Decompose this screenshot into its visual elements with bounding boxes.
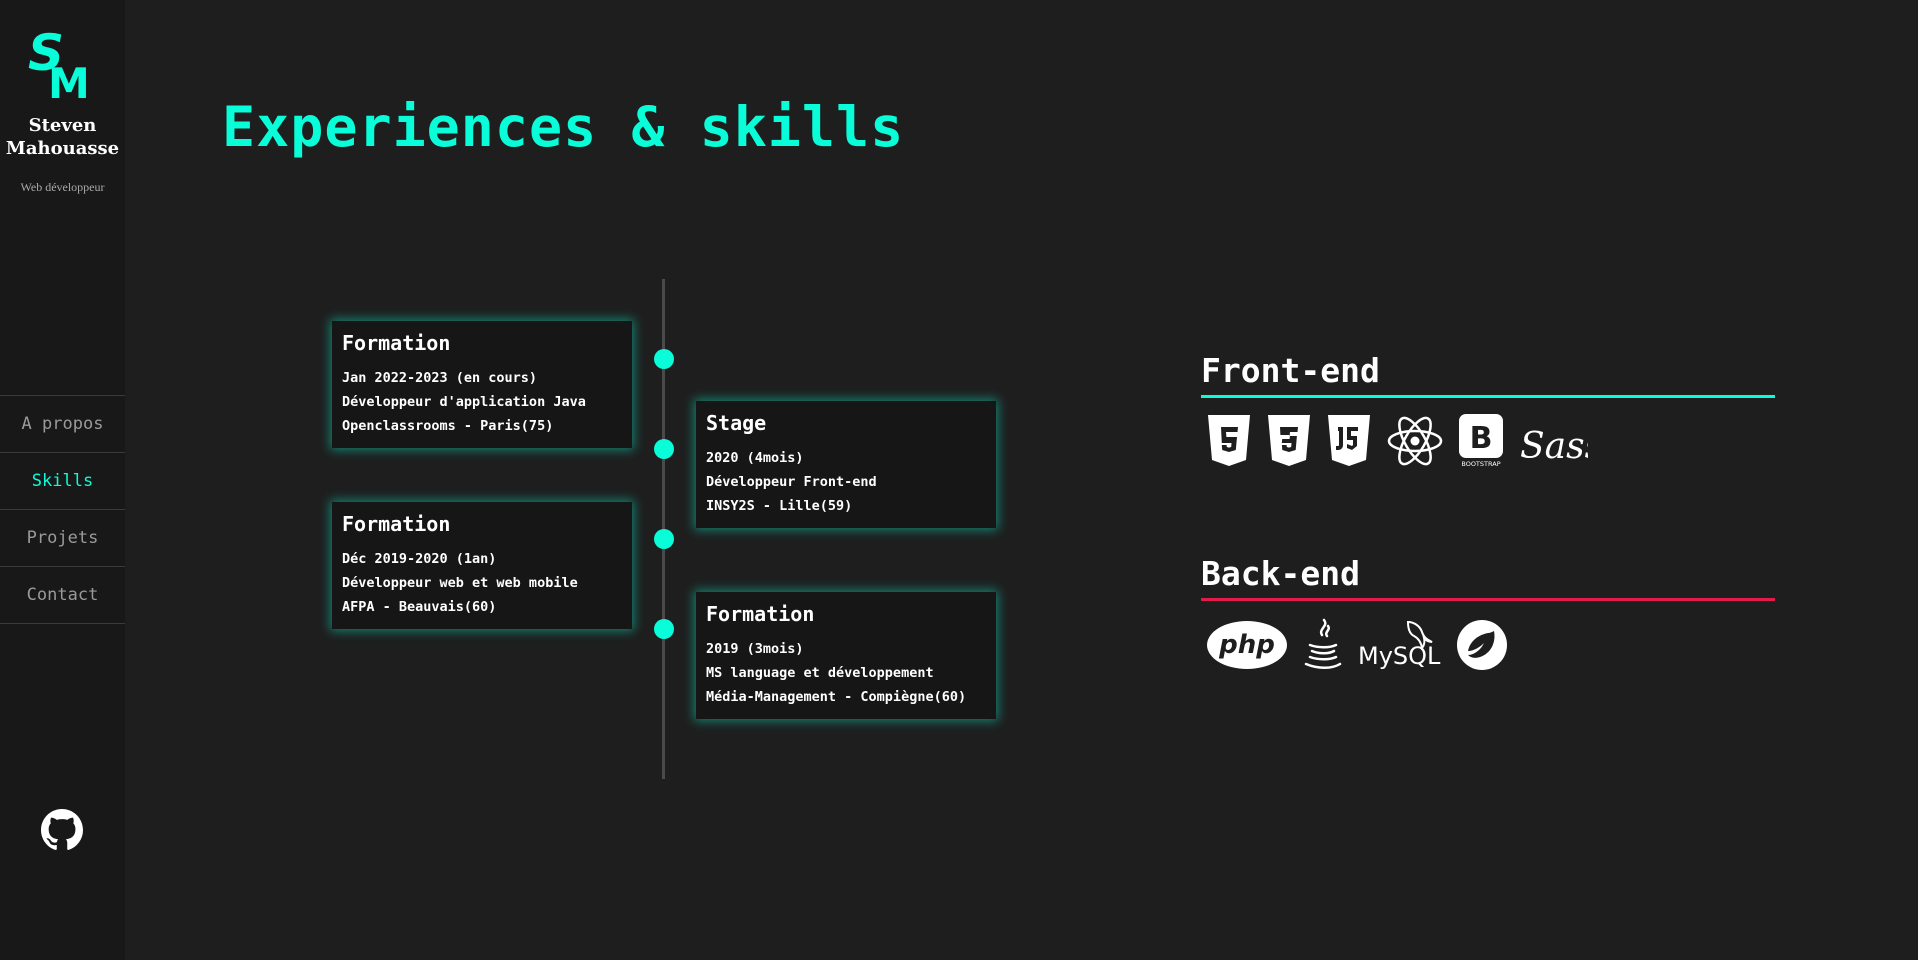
svg-text:Sass: Sass xyxy=(1520,426,1588,467)
card-role: MS language et développement xyxy=(706,665,934,681)
card-date: Déc 2019-2020 (1an) xyxy=(342,551,497,567)
frontend-underline xyxy=(1201,395,1775,398)
page-title: Experiences & skills xyxy=(222,95,905,159)
main-nav: A propos Skills Projets Contact xyxy=(0,395,125,624)
card-title: Formation xyxy=(342,512,451,536)
owner-name: Steven Mahouasse xyxy=(0,114,125,160)
svg-text:php: php xyxy=(1218,630,1275,660)
sass-icon: Sass xyxy=(1520,426,1588,467)
nav-item-skills[interactable]: Skills xyxy=(0,453,125,510)
card-role: Développeur Front-end xyxy=(706,474,877,490)
spring-icon xyxy=(1457,620,1507,670)
card-title: Stage xyxy=(706,411,767,435)
owner-first-name: Steven xyxy=(28,115,97,136)
svg-text:BOOTSTRAP: BOOTSTRAP xyxy=(1461,460,1500,468)
svg-text:S: S xyxy=(28,26,64,82)
frontend-icons: B BOOTSTRAP Sass xyxy=(1206,414,1588,468)
card-date: 2019 (3mois) xyxy=(706,641,804,657)
timeline-dot xyxy=(654,349,674,369)
css3-icon xyxy=(1268,415,1310,466)
html5-icon xyxy=(1208,415,1250,466)
logo[interactable]: S M xyxy=(26,26,98,100)
backend-title: Back-end xyxy=(1201,554,1360,593)
nav-item-projets[interactable]: Projets xyxy=(0,510,125,567)
javascript-icon xyxy=(1328,415,1370,466)
timeline-card: Formation Déc 2019-2020 (1an) Développeu… xyxy=(332,502,632,629)
java-icon xyxy=(1304,618,1342,669)
github-icon[interactable] xyxy=(41,809,83,851)
backend-underline xyxy=(1201,598,1775,601)
sidebar: S M Steven Mahouasse Web développeur A p… xyxy=(0,0,125,960)
card-date: 2020 (4mois) xyxy=(706,450,804,466)
backend-icons: php MySQL xyxy=(1206,618,1508,672)
timeline-card: Stage 2020 (4mois) Développeur Front-end… xyxy=(696,401,996,528)
card-role: Développeur d'application Java xyxy=(342,394,586,410)
card-place: AFPA - Beauvais(60) xyxy=(342,599,497,615)
timeline-dot xyxy=(654,439,674,459)
bootstrap-icon: B BOOTSTRAP xyxy=(1459,414,1503,468)
php-icon: php xyxy=(1207,621,1287,669)
mysql-icon: MySQL xyxy=(1358,620,1441,670)
card-date: Jan 2022-2023 (en cours) xyxy=(342,370,538,386)
card-place: Média-Management - Compiègne(60) xyxy=(706,689,967,705)
owner-last-name: Mahouasse xyxy=(5,138,120,159)
timeline-dot xyxy=(654,619,674,639)
card-title: Formation xyxy=(706,602,815,626)
timeline-card: Formation 2019 (3mois) MS language et dé… xyxy=(696,592,996,719)
card-place: Openclassrooms - Paris(75) xyxy=(342,418,554,434)
card-place: INSY2S - Lille(59) xyxy=(706,498,853,514)
card-role: Développeur web et web mobile xyxy=(342,575,578,591)
nav-item-contact[interactable]: Contact xyxy=(0,567,125,624)
owner-role: Web développeur xyxy=(20,180,105,194)
svg-text:B: B xyxy=(1470,421,1493,456)
svg-text:MySQL: MySQL xyxy=(1358,642,1441,670)
frontend-title: Front-end xyxy=(1201,351,1380,390)
svg-text:M: M xyxy=(48,59,90,100)
nav-item-a-propos[interactable]: A propos xyxy=(0,396,125,453)
react-icon xyxy=(1387,416,1443,466)
timeline-dot xyxy=(654,529,674,549)
timeline-card: Formation Jan 2022-2023 (en cours) Dével… xyxy=(332,321,632,448)
card-title: Formation xyxy=(342,331,451,355)
